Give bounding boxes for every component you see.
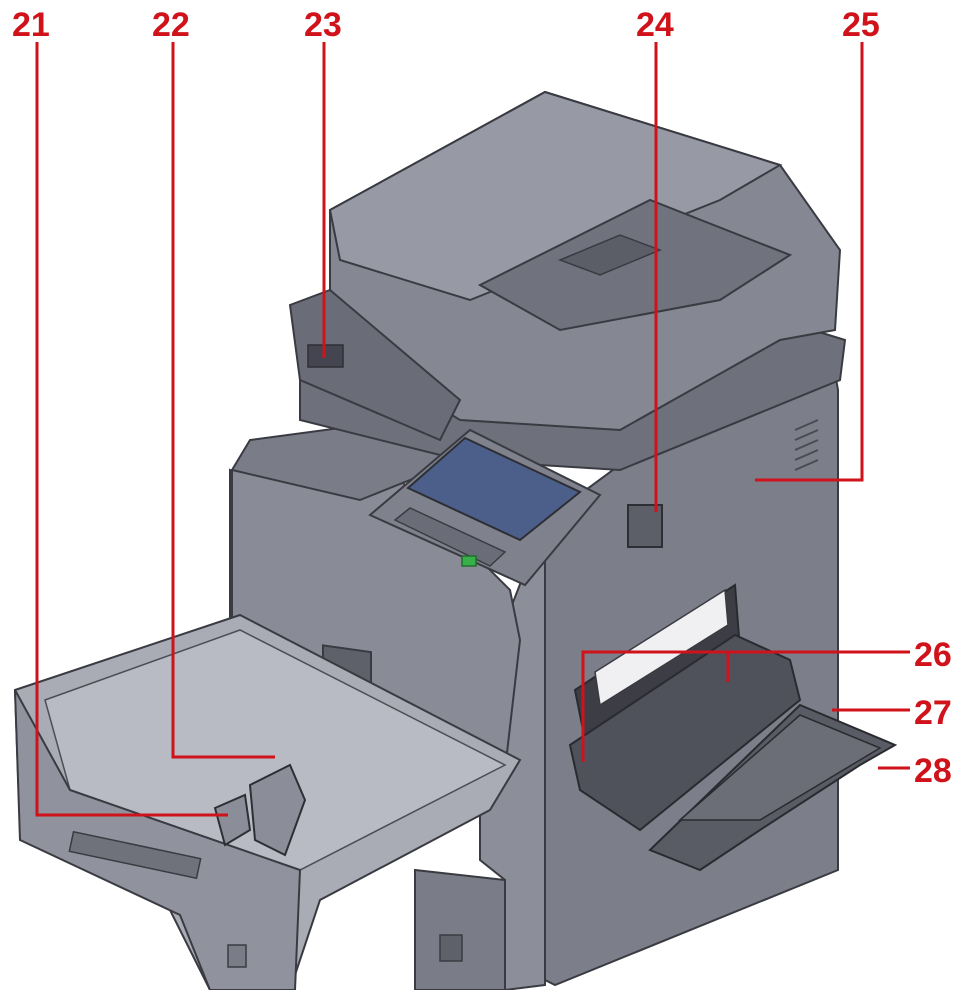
callout-21: 21	[12, 6, 50, 44]
side-vent	[794, 419, 819, 471]
paper-length-guide	[213, 793, 252, 847]
mp-tray-extension-top	[678, 714, 882, 821]
document-processor-top	[328, 90, 783, 302]
original-tray	[477, 198, 793, 332]
cassette-handle	[68, 830, 202, 880]
leader-line-26	[581, 650, 910, 762]
callout-27: 27	[914, 694, 952, 732]
start-key	[461, 555, 477, 567]
callout-23: 23	[304, 6, 342, 44]
leader-line-25	[755, 42, 864, 482]
cassette-front	[14, 689, 302, 990]
paper-width-guide	[248, 763, 307, 857]
touch-screen	[406, 436, 582, 542]
right-cover-lever	[627, 504, 663, 548]
callout-26: 26	[914, 636, 952, 674]
callout-28: 28	[914, 752, 952, 790]
lower-cabinet	[414, 868, 506, 990]
panel-keys	[393, 507, 507, 567]
callout-22: 22	[152, 6, 190, 44]
original-tray-slot	[557, 234, 663, 276]
printer-illustration	[13, 90, 898, 990]
leader-line-21	[35, 42, 228, 817]
callout-25: 25	[842, 6, 880, 44]
cassette-label-window	[227, 944, 247, 968]
callout-numbers: 21 22 23 24 25 26 27 28	[12, 6, 952, 790]
callout-24: 24	[636, 6, 674, 44]
multipurpose-tray	[568, 633, 802, 832]
lower-cabinet-handle	[439, 934, 463, 962]
callout-lines	[35, 42, 910, 817]
cassette-inner	[44, 629, 507, 871]
leader-line-22	[171, 42, 275, 759]
mp-tray-inner	[594, 588, 729, 707]
